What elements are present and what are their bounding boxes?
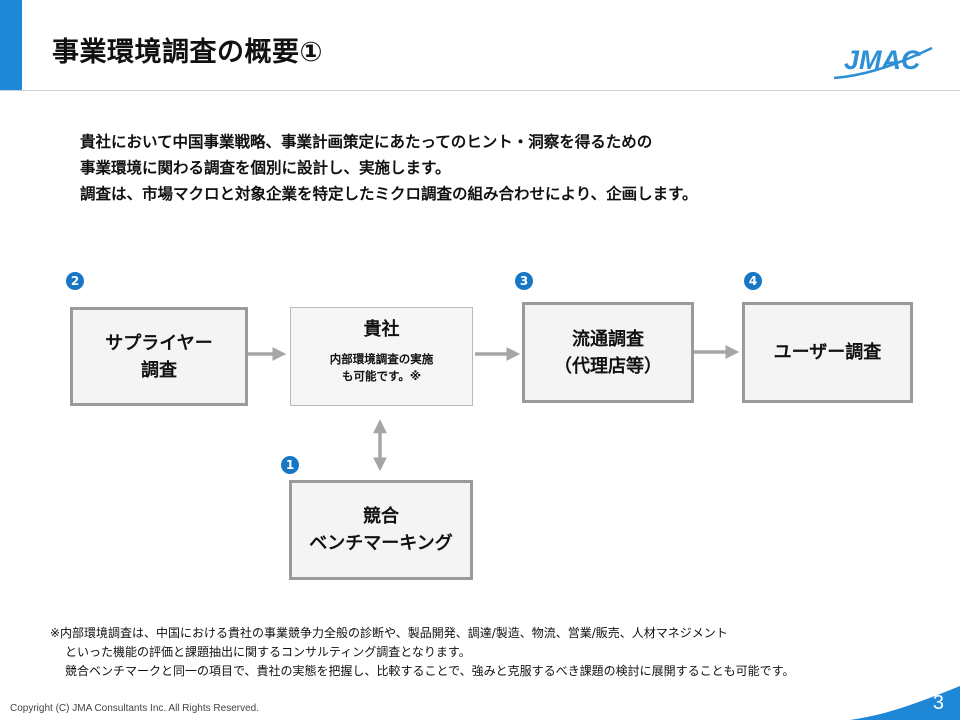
intro-line: 貴社において中国事業戦略、事業計画策定にあたってのヒント・洞察を得るための xyxy=(80,133,653,151)
step-badge-4: 4 xyxy=(744,272,762,290)
page-number: 3 xyxy=(932,692,944,714)
benchmark-label-1: 競合 xyxy=(363,506,399,527)
logo-swoosh xyxy=(833,46,933,80)
footnote-line-3: 競合ベンチマークと同一の項目で、貴社の実態を把握し、比較することで、強みと克服す… xyxy=(65,664,795,678)
company-title: 貴社 xyxy=(363,319,400,340)
distribution-survey-label-2: （代理店等） xyxy=(554,355,662,377)
supplier-survey-label-1: サプライヤー xyxy=(105,332,213,354)
page-title: 事業環境調査の概要① xyxy=(52,37,323,68)
page-corner-decoration xyxy=(850,686,960,720)
user-survey-box: ユーザー調査 xyxy=(742,302,913,403)
company-box: 貴社 内部環境調査の実施 も可能です。※ xyxy=(290,307,473,406)
company-note-line-2: も可能です。※ xyxy=(341,369,422,383)
supplier-survey-label-2: 調査 xyxy=(141,359,177,381)
competitor-benchmark-box: 競合 ベンチマーキング xyxy=(289,480,473,580)
supplier-survey-box: サプライヤー 調査 xyxy=(70,307,248,406)
intro-text: 貴社において中国事業戦略、事業計画策定にあたってのヒント・洞察を得るための 事業… xyxy=(80,129,880,207)
step-badge-2: 2 xyxy=(66,272,84,290)
title-divider xyxy=(0,90,960,91)
distribution-survey-label-1: 流通調査 xyxy=(572,328,644,350)
user-survey-label: ユーザー調査 xyxy=(773,342,882,363)
intro-line: 事業環境に関わる調査を個別に設計し、実施します。 xyxy=(80,159,451,177)
title-accent-bar xyxy=(0,0,22,90)
footnote-line-2: といった機能の評価と課題抽出に関するコンサルティング調査となります。 xyxy=(65,645,471,659)
step-badge-1: 1 xyxy=(281,456,299,474)
copyright-text: Copyright (C) JMA Consultants Inc. All R… xyxy=(10,703,259,714)
logo-text: JMAC xyxy=(844,45,921,75)
footnote: ※内部環境調査は、中国における貴社の事業競争力全般の診断や、製品開発、調達/製造… xyxy=(50,624,795,681)
step-badge-3: 3 xyxy=(515,272,533,290)
jmac-logo: JMAC xyxy=(833,45,933,80)
intro-line: 調査は、市場マクロと対象企業を特定したミクロ調査の組み合わせにより、企画します。 xyxy=(80,185,698,203)
distribution-survey-box: 流通調査 （代理店等） xyxy=(522,302,694,403)
company-note-line-1: 内部環境調査の実施 xyxy=(329,352,434,366)
benchmark-label-2: ベンチマーキング xyxy=(309,533,453,554)
footnote-line-1: ※内部環境調査は、中国における貴社の事業競争力全般の診断や、製品開発、調達/製造… xyxy=(50,626,728,640)
